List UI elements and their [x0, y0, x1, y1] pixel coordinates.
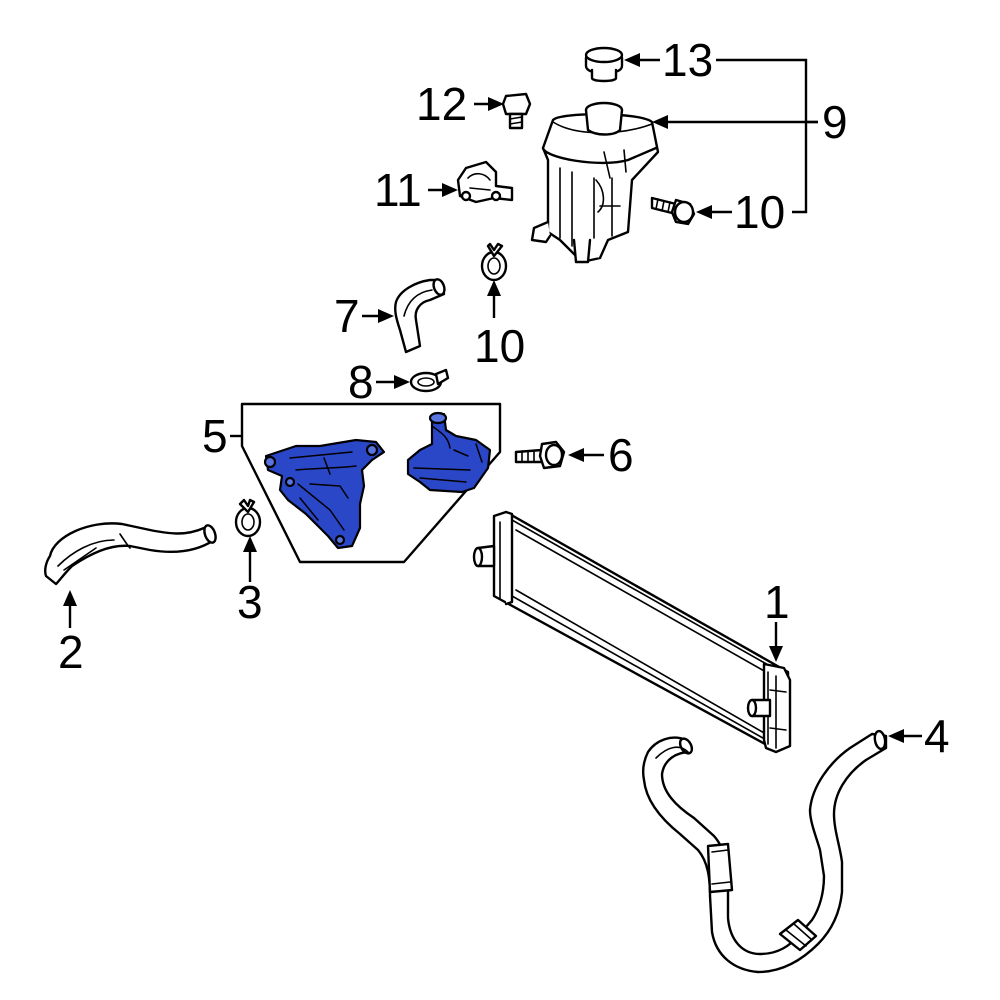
callout-12: 12 [416, 78, 467, 130]
callout-1: 1 [764, 576, 790, 628]
part-6-bolt [514, 440, 566, 470]
part-4-long-hose [642, 729, 888, 974]
part-3-clamp [234, 498, 262, 538]
callout-8: 8 [348, 356, 374, 408]
callout-11: 11 [374, 164, 422, 216]
part-5-pump-bracket-highlight [263, 438, 386, 550]
part-5-group-frame [240, 402, 502, 564]
callout-13: 13 [662, 34, 713, 86]
part-10-flange-bolt-upper [650, 196, 696, 226]
part-9-coolant-reservoir [530, 101, 660, 264]
callout-2: 2 [58, 626, 84, 678]
leader-lines [63, 53, 922, 743]
part-5-water-pump-highlight [406, 411, 492, 494]
part-1-radiator [472, 510, 792, 754]
callout-3: 3 [237, 576, 263, 628]
part-11-bracket [456, 160, 514, 204]
part-2-hose [44, 522, 217, 586]
callout-4: 4 [924, 710, 950, 762]
part-13-reservoir-cap [584, 46, 624, 83]
callout-5: 5 [202, 410, 228, 462]
callout-9: 9 [822, 96, 848, 148]
part-12-bolt [501, 92, 532, 130]
callout-10-upper: 10 [734, 186, 785, 238]
callout-7: 7 [334, 290, 360, 342]
part-8-clamp [409, 368, 450, 393]
part-7-bent-hose [394, 278, 446, 354]
callout-10-lower: 10 [474, 320, 525, 372]
part-10-clamp-lower [480, 242, 508, 282]
callout-6: 6 [608, 429, 634, 481]
